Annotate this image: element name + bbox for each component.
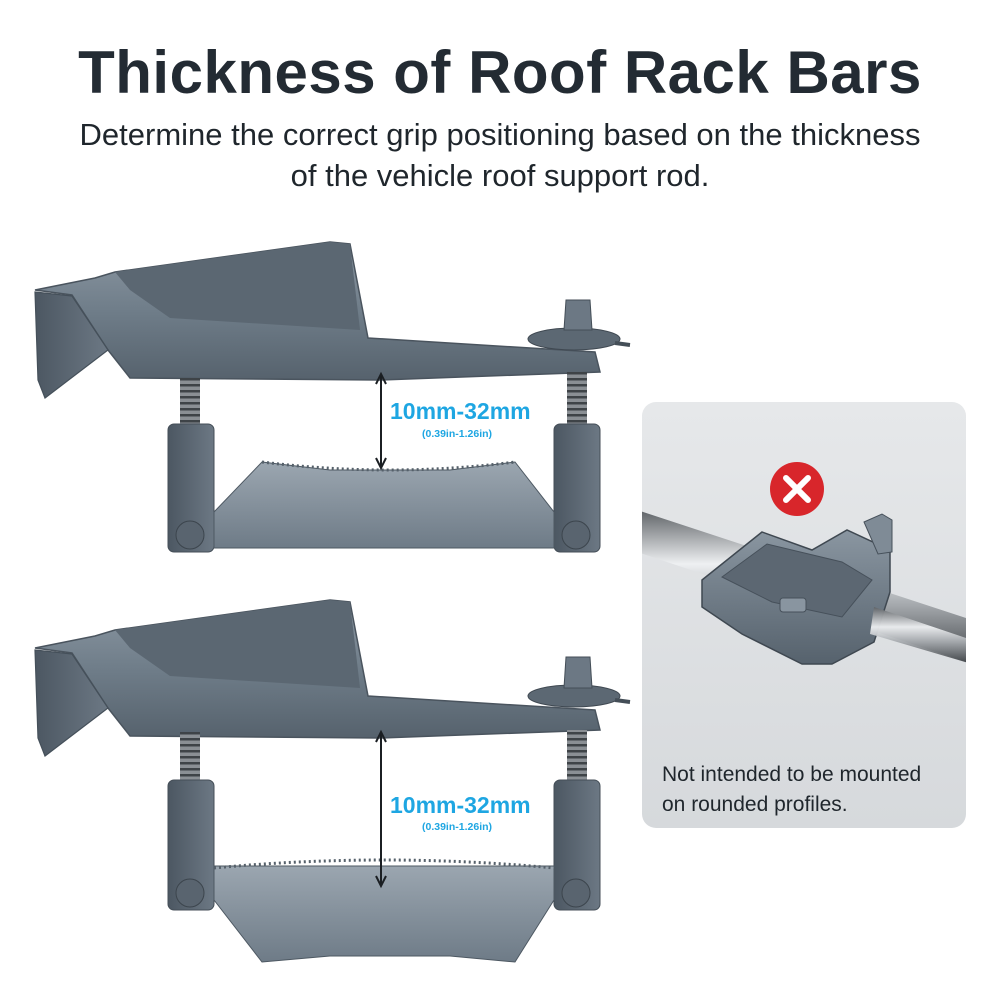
threaded-screw-left bbox=[180, 732, 200, 782]
warning-panel: Not intended to be mounted on rounded pr… bbox=[642, 402, 966, 828]
x-mark-icon bbox=[770, 462, 824, 516]
clamp-leg-right bbox=[553, 779, 601, 911]
clamp-front-hook bbox=[34, 291, 109, 399]
threaded-screw-right bbox=[567, 372, 587, 426]
dimension-label-in: (0.39in-1.26in) bbox=[422, 821, 493, 833]
clamp-leg-left bbox=[167, 779, 215, 911]
warning-note-line-2: on rounded profiles. bbox=[662, 793, 848, 816]
threaded-screw-left bbox=[180, 378, 200, 426]
dimension-label-mm: 10mm-32mm bbox=[390, 398, 531, 424]
threaded-screw-right bbox=[567, 730, 587, 782]
warning-note: Not intended to be mounted on rounded pr… bbox=[662, 760, 962, 820]
adjustment-knob bbox=[527, 327, 621, 351]
grip-pad bbox=[213, 865, 555, 963]
dimension-label-in: (0.39in-1.26in) bbox=[422, 428, 493, 440]
subtitle-line-1: Determine the correct grip positioning b… bbox=[79, 117, 921, 152]
grip-pad bbox=[213, 461, 555, 549]
clamp-front-hook bbox=[34, 649, 109, 757]
subtitle-line-2: of the vehicle roof support rod. bbox=[290, 158, 710, 193]
page-title: Thickness of Roof Rack Bars bbox=[78, 39, 922, 106]
clamp-narrow-setting bbox=[34, 599, 631, 963]
rounded-bar-illustration bbox=[642, 462, 966, 665]
clamp-wide-setting bbox=[34, 241, 631, 553]
clamp-leg-left bbox=[167, 423, 215, 553]
dimension-label-mm: 10mm-32mm bbox=[390, 792, 531, 818]
clamp-leg-right bbox=[553, 423, 601, 553]
warning-note-line-1: Not intended to be mounted bbox=[662, 763, 922, 786]
